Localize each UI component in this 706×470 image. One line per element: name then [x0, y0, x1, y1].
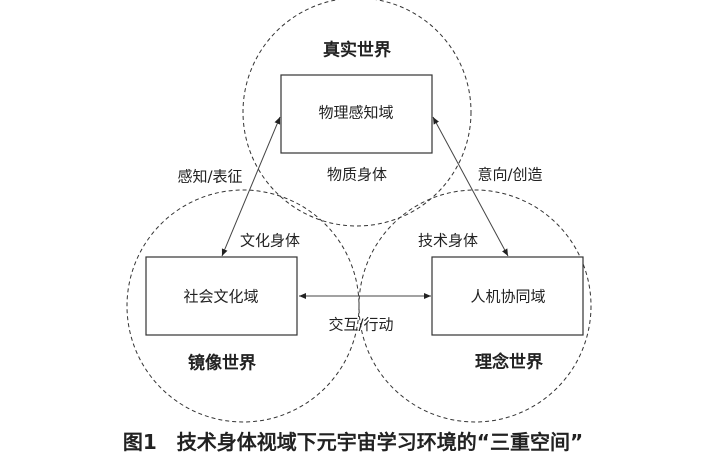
intend-label: 意向/创造	[477, 165, 543, 184]
interact-label: 交互/行动	[328, 315, 394, 334]
humanmachine-domain-box	[431, 256, 584, 336]
material-body-label: 物质身体	[326, 165, 388, 184]
ideal-world-label: 理念世界	[475, 352, 543, 373]
humanmachine-domain-label: 人机协同域	[470, 287, 546, 306]
physical-domain-box	[280, 74, 433, 154]
social-domain-label: 社会文化域	[183, 287, 259, 306]
cultural-body-label: 文化身体	[239, 231, 301, 250]
perceive-label: 感知/表征	[177, 167, 243, 186]
technical-body-label: 技术身体	[417, 231, 479, 250]
social-domain-box	[145, 256, 298, 336]
figure-caption: 图1 技术身体视域下元宇宙学习环境的“三重空间”	[122, 430, 584, 454]
mirror-world-label: 镜像世界	[188, 353, 256, 374]
intend-arrow	[432, 116, 509, 257]
perceive-arrow	[221, 116, 281, 257]
real-world-label: 真实世界	[323, 40, 391, 61]
physical-domain-label: 物理感知域	[318, 103, 394, 122]
real-world-circle	[242, 0, 472, 227]
